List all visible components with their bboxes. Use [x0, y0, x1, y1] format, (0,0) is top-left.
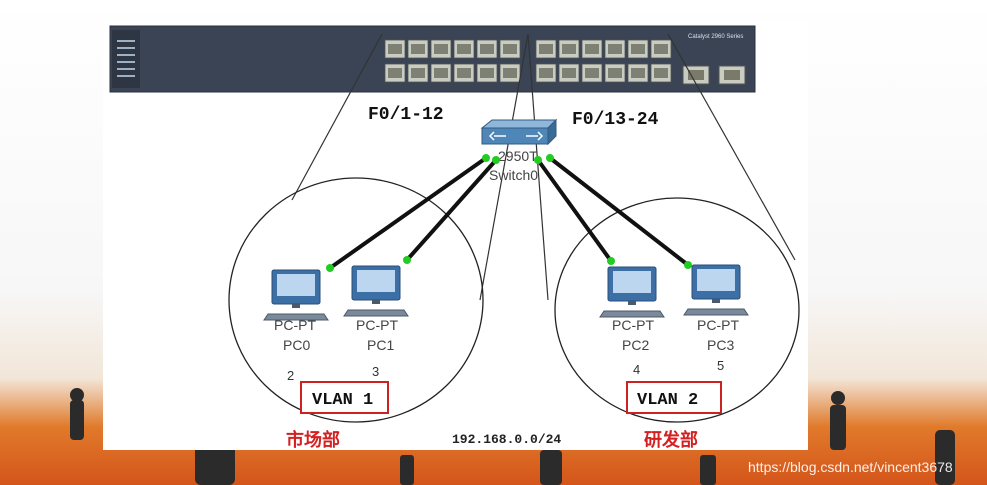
switch-name-label: Switch0 — [489, 167, 538, 183]
pc3-port-number: 5 — [717, 358, 724, 373]
pc-icon — [599, 266, 665, 318]
background-figures — [70, 388, 955, 485]
switch-node-icon — [480, 118, 558, 146]
subnet-label: 192.168.0.0/24 — [452, 432, 561, 447]
port-range-left-label: F0/1-12 — [368, 105, 444, 125]
watermark-text: https://blog.csdn.net/vincent3678 — [748, 459, 953, 475]
pc1-port-number: 3 — [372, 364, 379, 379]
switch-port — [453, 63, 475, 83]
switch-port — [384, 63, 406, 83]
uplink-ports — [682, 65, 746, 85]
switch-port — [407, 63, 429, 83]
pc2-type-label: PC-PT — [612, 317, 654, 333]
switch-port — [581, 63, 603, 83]
link-pc3 — [548, 156, 690, 267]
port-range-right-label: F0/13-24 — [572, 110, 659, 130]
vlan2-box — [626, 381, 722, 414]
switch-ports — [384, 39, 672, 83]
link-pc1 — [405, 158, 498, 262]
pc2-port-number: 4 — [633, 362, 640, 377]
switch-port — [650, 39, 672, 59]
pc2-name-label: PC2 — [622, 337, 649, 353]
pc-icon — [683, 264, 749, 316]
pc-icon — [343, 265, 409, 317]
pc-icon — [263, 269, 329, 321]
switch-port — [430, 39, 452, 59]
switch-port — [535, 39, 557, 59]
switch-port — [535, 63, 557, 83]
switch-port — [430, 63, 452, 83]
switch-port — [499, 63, 521, 83]
port-indicators — [326, 154, 692, 272]
switch-port — [604, 39, 626, 59]
links — [328, 156, 690, 270]
switch-port — [581, 39, 603, 59]
switch-port — [650, 63, 672, 83]
switch-port — [407, 39, 429, 59]
switch-port — [384, 39, 406, 59]
link-pc0 — [328, 156, 488, 270]
callout-lines — [291, 33, 796, 301]
switch-model-label: 2950T — [498, 148, 538, 164]
switch-port — [499, 39, 521, 59]
switch-port — [476, 39, 498, 59]
link-pc2 — [536, 158, 613, 263]
pc0-name-label: PC0 — [283, 337, 310, 353]
vlan1-circle — [228, 177, 484, 423]
switch-front-panel: Catalyst 2960 Series — [109, 25, 756, 93]
switch-port — [476, 63, 498, 83]
pc0-port-number: 2 — [287, 368, 294, 383]
switch-port — [453, 39, 475, 59]
pc3-name-label: PC3 — [707, 337, 734, 353]
vlan1-box — [300, 381, 389, 414]
vlan2-label: VLAN 2 — [637, 391, 698, 410]
dept-rnd-label: 研发部 — [644, 429, 698, 450]
switch-port — [627, 39, 649, 59]
switch-brand-label: Catalyst 2960 Series — [688, 34, 743, 40]
switch-port — [558, 63, 580, 83]
pc1-name-label: PC1 — [367, 337, 394, 353]
pc1-type-label: PC-PT — [356, 317, 398, 333]
dept-marketing-label: 市场部 — [286, 429, 340, 450]
pc0-type-label: PC-PT — [274, 317, 316, 333]
switch-port — [558, 39, 580, 59]
vlan2-circle — [554, 197, 800, 423]
switch-port — [627, 63, 649, 83]
vlan1-label: VLAN 1 — [312, 391, 373, 410]
switch-port — [604, 63, 626, 83]
pc-nodes — [263, 264, 749, 321]
pc3-type-label: PC-PT — [697, 317, 739, 333]
